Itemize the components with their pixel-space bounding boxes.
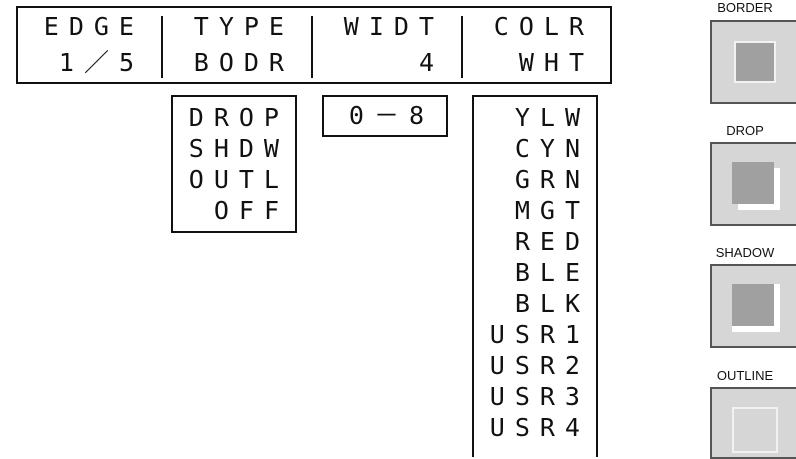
color-option-user2[interactable]: USR2 (489, 351, 590, 380)
shadow-button[interactable] (710, 264, 796, 348)
lcd-header-type: TYPE (193, 12, 294, 41)
lcd-separator (461, 16, 463, 78)
lcd-value-width: 4 (418, 48, 444, 77)
border-button[interactable] (710, 20, 796, 104)
lcd-value-color: WHT (518, 48, 594, 77)
border-style-icon (734, 41, 776, 83)
type-option-drop[interactable]: DROP (188, 103, 289, 132)
color-option-red[interactable]: RED (514, 227, 590, 256)
border-button-label: BORDER (717, 0, 773, 15)
width-range-text: 0－8 (348, 101, 434, 130)
width-range-box: 0－8 (322, 95, 448, 137)
drop-button[interactable] (710, 142, 796, 226)
type-option-outline[interactable]: OUTL (188, 165, 289, 194)
type-option-shadow[interactable]: SHDW (188, 134, 289, 163)
lcd-column-type: TYPE BODR (168, 8, 308, 82)
lcd-value-edge: 1／5 (58, 48, 144, 77)
color-option-black[interactable]: BLK (514, 289, 590, 318)
outline-button[interactable] (710, 387, 796, 459)
drop-button-label: DROP (726, 123, 764, 138)
outline-button-label: OUTLINE (716, 368, 774, 383)
type-option-off[interactable]: OFF (213, 196, 289, 225)
color-option-yellow[interactable]: YLW (514, 103, 590, 132)
color-option-blue[interactable]: BLE (514, 258, 590, 287)
color-option-user1[interactable]: USR1 (489, 320, 590, 349)
color-option-user4[interactable]: USR4 (489, 413, 590, 442)
lcd-column-edge: EDGE 1／5 (18, 8, 158, 82)
color-option-magenta[interactable]: MGT (514, 196, 590, 225)
lcd-column-width: WIDT 4 (318, 8, 458, 82)
drop-style-icon (732, 162, 774, 204)
shadow-style-icon (732, 284, 774, 326)
color-option-cyan[interactable]: CYN (514, 134, 590, 163)
lcd-header-width: WIDT (343, 12, 444, 41)
shadow-button-label: SHADOW (715, 245, 775, 260)
lcd-separator (161, 16, 163, 78)
color-option-user3[interactable]: USR3 (489, 382, 590, 411)
lcd-header-color: COLR (493, 12, 594, 41)
lcd-display: EDGE 1／5 TYPE BODR WIDT 4 COLR WHT (16, 6, 612, 84)
lcd-value-type: BODR (193, 48, 294, 77)
lcd-separator (311, 16, 313, 78)
color-options-list: YLW CYN GRN MGT RED BLE BLK USR1 USR2 US… (472, 95, 598, 457)
type-options-list: DROP SHDW OUTL OFF (171, 95, 297, 233)
outline-style-icon (732, 407, 778, 453)
lcd-header-edge: EDGE (43, 12, 144, 41)
color-option-green[interactable]: GRN (514, 165, 590, 194)
lcd-column-color: COLR WHT (468, 8, 608, 82)
